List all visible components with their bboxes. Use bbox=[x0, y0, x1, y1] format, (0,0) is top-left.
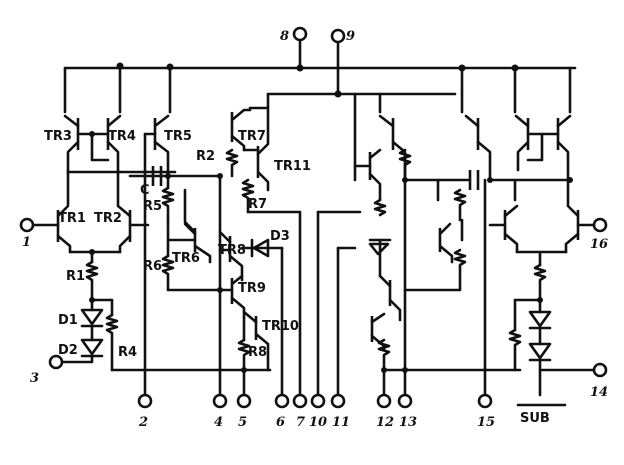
label-tr11: TR11 bbox=[274, 159, 311, 174]
label-d1: D1 bbox=[58, 313, 78, 328]
tr3-tr4-mirror bbox=[63, 66, 122, 174]
pin-8 bbox=[292, 26, 308, 42]
pin-label-15: 15 bbox=[477, 415, 495, 430]
pin-label-14: 14 bbox=[590, 385, 608, 400]
pins bbox=[19, 26, 608, 409]
label-tr8: TR8 bbox=[218, 243, 246, 258]
right-center-stage bbox=[353, 92, 522, 397]
pin-6 bbox=[274, 393, 290, 409]
tr5-stage bbox=[128, 66, 222, 397]
label-r1: R1 bbox=[66, 269, 85, 284]
tr7-tr11 bbox=[225, 92, 302, 397]
pin-label-13: 13 bbox=[399, 415, 417, 430]
pin-label-3: 3 bbox=[30, 371, 39, 386]
pin-label-5: 5 bbox=[238, 415, 247, 430]
pin-3 bbox=[48, 354, 64, 370]
pin-1 bbox=[19, 217, 35, 233]
pin-16 bbox=[592, 217, 608, 233]
label-r4: R4 bbox=[118, 345, 137, 360]
pin-10 bbox=[310, 393, 326, 409]
label-sub: SUB bbox=[520, 411, 550, 426]
tr9-tr10 bbox=[218, 274, 270, 397]
tr6-tr8 bbox=[166, 173, 244, 372]
label-tr7: TR7 bbox=[238, 129, 266, 144]
pin-labels: 8 9 1 16 3 14 2 4 5 6 7 10 11 12 13 15 bbox=[22, 29, 608, 430]
far-right-stage bbox=[488, 66, 596, 407]
label-tr5: TR5 bbox=[164, 129, 192, 144]
label-d3: D3 bbox=[270, 229, 290, 244]
supply-rails bbox=[63, 38, 577, 98]
label-r5: R5 bbox=[143, 199, 162, 214]
pin-15 bbox=[477, 393, 493, 409]
pin-label-6: 6 bbox=[276, 415, 285, 430]
label-tr6: TR6 bbox=[172, 251, 200, 266]
label-tr2: TR2 bbox=[94, 211, 122, 226]
label-r2: R2 bbox=[196, 149, 215, 164]
pin-5 bbox=[236, 393, 252, 409]
pin-12 bbox=[376, 393, 392, 409]
pin-label-16: 16 bbox=[590, 237, 608, 252]
pin-label-4: 4 bbox=[214, 415, 223, 430]
pin-label-2: 2 bbox=[138, 415, 148, 430]
pin-2 bbox=[137, 393, 153, 409]
label-tr4: TR4 bbox=[108, 129, 136, 144]
label-tr9: TR9 bbox=[238, 281, 266, 296]
pin-7 bbox=[292, 393, 308, 409]
pin-13 bbox=[397, 393, 413, 409]
pin-label-1: 1 bbox=[22, 235, 31, 250]
pin-14 bbox=[592, 362, 608, 378]
label-r7: R7 bbox=[248, 197, 267, 212]
pin-label-10: 10 bbox=[309, 415, 327, 430]
pin-label-12: 12 bbox=[376, 415, 394, 430]
label-d2: D2 bbox=[58, 343, 78, 358]
label-tr10: TR10 bbox=[262, 319, 299, 334]
pin-label-8: 8 bbox=[280, 29, 289, 44]
pin-label-11: 11 bbox=[332, 415, 350, 430]
label-tr1: TR1 bbox=[58, 211, 86, 226]
pin-11 bbox=[330, 393, 346, 409]
pin-4 bbox=[212, 393, 228, 409]
label-tr3: TR3 bbox=[44, 129, 72, 144]
d3-diode bbox=[240, 238, 284, 397]
pin-9 bbox=[330, 28, 346, 44]
label-c: C bbox=[140, 183, 150, 198]
right-driver bbox=[403, 66, 572, 397]
pin-label-9: 9 bbox=[346, 29, 355, 44]
component-labels: TR3 TR4 TR5 TR1 TR2 C R5 R6 TR6 TR7 R2 T… bbox=[44, 129, 550, 426]
pin-label-7: 7 bbox=[296, 415, 305, 430]
label-r6: R6 bbox=[143, 259, 162, 274]
center-wires bbox=[316, 92, 362, 397]
label-r8: R8 bbox=[248, 345, 267, 360]
